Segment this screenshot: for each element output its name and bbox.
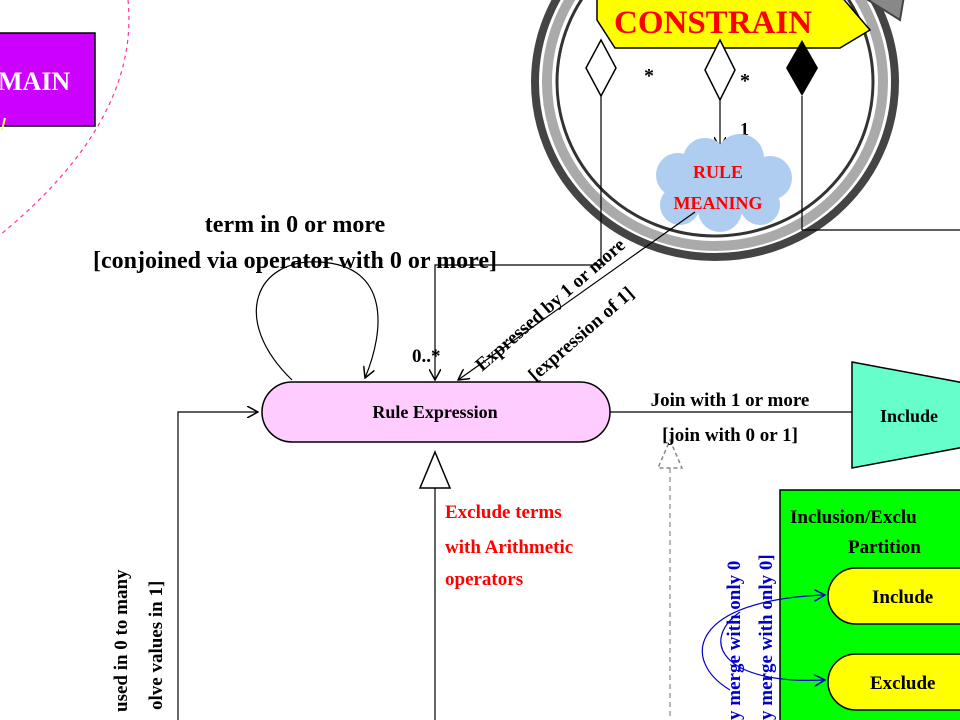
- rule-meaning-line2: MEANING: [674, 193, 763, 213]
- exclude-pill-label: Exclude: [870, 673, 935, 694]
- include-node-label: Include: [880, 406, 938, 426]
- join-label-line2: [join with 0 or 1]: [662, 425, 798, 446]
- used-in-line2: olve values in 1]: [146, 581, 167, 710]
- merge-line2: y merge with only 0]: [756, 554, 777, 720]
- expressed-by-line: [458, 211, 696, 380]
- include-pill-label: Include: [872, 587, 933, 608]
- partition-title-line2: Partition: [848, 537, 921, 558]
- constraint-box: CONSTRAIN: [596, 0, 872, 49]
- partition-title-line1: Inclusion/Exclu: [790, 507, 917, 528]
- rule-expression-node: Rule Expression: [261, 381, 611, 443]
- term-label-line2: [conjoined via operator with 0 or more]: [93, 248, 497, 274]
- used-in-line: [177, 412, 258, 720]
- constraint-label: CONSTRAIN: [614, 5, 812, 41]
- exclude-pill: Exclude: [827, 653, 960, 711]
- multiplicity-one: 1: [740, 119, 749, 139]
- domain-box: MAIN: [0, 32, 96, 131]
- domain-box-label: MAIN: [0, 67, 70, 96]
- composition-diamond-right: [786, 40, 818, 96]
- include-pill: Include: [827, 567, 960, 625]
- magnifier-handle: [866, 0, 905, 22]
- multiplicity-zero-many: 0..*: [412, 346, 441, 367]
- used-in-line1: used in 0 to many: [111, 569, 132, 712]
- self-loop-arrow: [255, 261, 379, 381]
- rule-expression-label: Rule Expression: [372, 402, 497, 422]
- generalization-triangle: [418, 450, 452, 489]
- used-in-label-2: olve values in 1]: [146, 581, 167, 710]
- domain-dashed-circle: [0, 0, 130, 236]
- merge-label-2: y merge with only 0]: [756, 554, 777, 720]
- used-in-label: used in 0 to many: [111, 569, 132, 712]
- merge-label: y merge with only 0: [724, 561, 745, 720]
- join-label-line1: Join with 1 or more: [651, 390, 810, 411]
- rule-meaning-line1: RULE: [693, 162, 743, 182]
- rule-meaning-cloud: RULE MEANING: [656, 134, 792, 232]
- exclude-terms-line2: with Arithmetic: [445, 537, 573, 558]
- multiplicity-star-right: *: [740, 70, 750, 92]
- merge-line1: y merge with only 0: [724, 561, 745, 720]
- exclude-terms-line3: operators: [445, 569, 523, 590]
- constraint-to-expression-line: [435, 96, 602, 380]
- term-label-line1: term in 0 or more: [205, 212, 386, 238]
- multiplicity-star-left: *: [644, 65, 654, 87]
- domain-box-arrow-tick: [1, 117, 6, 131]
- include-node: Include: [851, 361, 960, 469]
- exclude-terms-line1: Exclude terms: [445, 502, 562, 523]
- merge-loop-arrow-bottom: [720, 611, 825, 680]
- merge-loop-arrow-top: [701, 595, 825, 691]
